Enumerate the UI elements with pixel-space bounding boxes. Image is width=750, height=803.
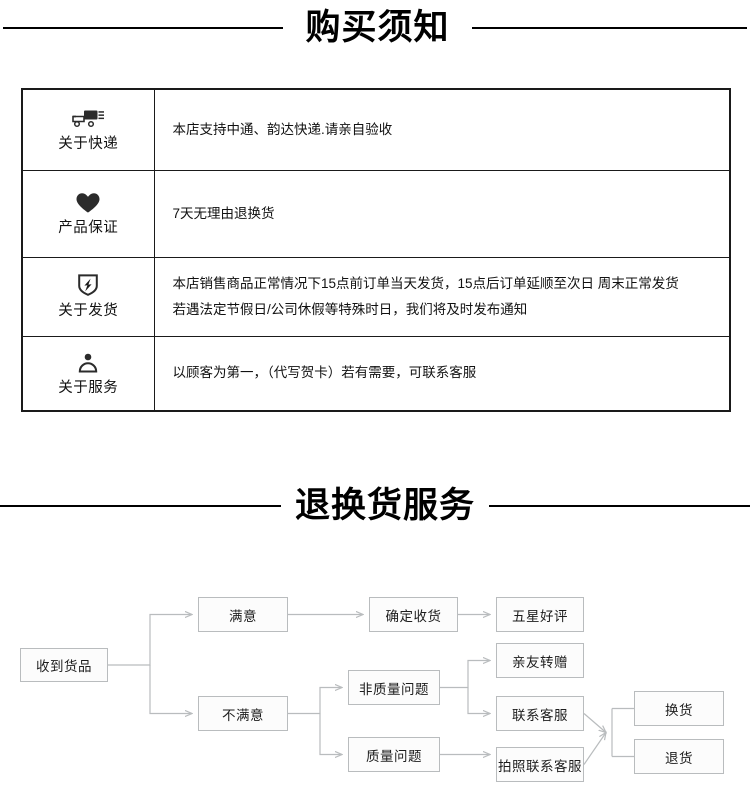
section-header-notice: 购买须知 [0,6,750,50]
flow-node-non-quality: 非质量问题 [348,670,440,705]
flow-node-unsatisfied: 不满意 [198,696,288,731]
flow-node-photo: 拍照联系客服 [496,747,584,782]
flow-edge [467,687,490,714]
flow-node-satisfied: 满意 [198,597,288,632]
notice-label: 关于快递 [58,136,119,153]
flow-edge [583,713,606,733]
section-header-returns: 退换货服务 [0,484,750,528]
notice-label-cell: 产品保证 [21,169,155,258]
shield-bolt-icon [27,271,150,297]
header-rule-right [489,505,750,507]
flow-node-five-star: 五星好评 [496,597,584,632]
notice-text-cell: 本店销售商品正常情况下15点前订单当天发货，15点后订单延顺至次日 周末正常发货… [153,256,731,337]
table-row: 关于快递 本店支持中通、韵达快递.请亲自验收 [21,88,731,171]
table-row: 产品保证 7天无理由退换货 [21,169,731,258]
purchase-notice-table: 关于快递 本店支持中通、韵达快递.请亲自验收 产品保证 7天无理由退换货 [21,88,731,412]
notice-text-line: 本店支持中通、韵达快递.请亲自验收 [172,121,393,137]
notice-text-cell: 以顾客为第一，（代写贺卡）若有需要，可联系客服 [153,335,731,412]
flow-node-quality: 质量问题 [348,737,440,772]
notice-text-line: 本店销售商品正常情况下15点前订单当天发货，15点后订单延顺至次日 周末正常发货 [172,275,679,291]
person-icon [27,348,150,374]
flow-edge [611,707,634,758]
flow-edge [440,661,490,689]
notice-label: 关于服务 [58,379,119,396]
notice-label-cell: 关于发货 [21,256,155,337]
flow-node-gift: 亲友转赠 [496,643,584,678]
flow-edge [319,713,342,755]
header-rule-left [0,505,281,507]
flow-edge [583,733,606,765]
flow-edge [149,665,192,714]
table-row: 关于发货 本店销售商品正常情况下15点前订单当天发货，15点后订单延顺至次日 周… [21,256,731,337]
header-rule-left [3,27,284,29]
table-row: 关于服务 以顾客为第一，（代写贺卡）若有需要，可联系客服 [21,335,731,412]
heart-icon [27,188,150,214]
returns-flowchart: 收到货品 满意 确定收货 五星好评不满意 非质量问题质量问题 亲友转赠联系客服拍照联系客服… [0,560,750,803]
notice-text-cell: 本店支持中通、韵达快递.请亲自验收 [153,88,731,171]
header-rule-right [471,27,747,29]
truck-icon [27,104,150,130]
notice-text-cell: 7天无理由退换货 [153,169,731,258]
notice-label: 产品保证 [58,220,119,236]
flow-edge [108,615,192,666]
notice-label: 关于发货 [58,303,119,319]
notice-text-line: 若遇法定节假日/公司休假等特殊时日，我们将及时发布通知 [172,301,528,317]
notice-label-cell: 关于快递 [21,88,155,171]
flow-node-refund: 退货 [634,739,724,774]
page-title-notice: 购买须知 [305,8,450,47]
flow-edge [288,688,342,715]
flow-node-confirm: 确定收货 [369,597,458,632]
flowchart-connectors [108,560,634,765]
notice-text-line: 以顾客为第一，（代写贺卡）若有需要，可联系客服 [172,365,477,381]
page-title-returns: 退换货服务 [295,486,476,525]
flow-node-contact: 联系客服 [496,696,584,731]
flow-node-exchange: 换货 [634,691,724,726]
flow-node-received: 收到货品 [20,648,108,682]
notice-text-line: 7天无理由退换货 [172,205,275,221]
notice-label-cell: 关于服务 [21,335,155,412]
